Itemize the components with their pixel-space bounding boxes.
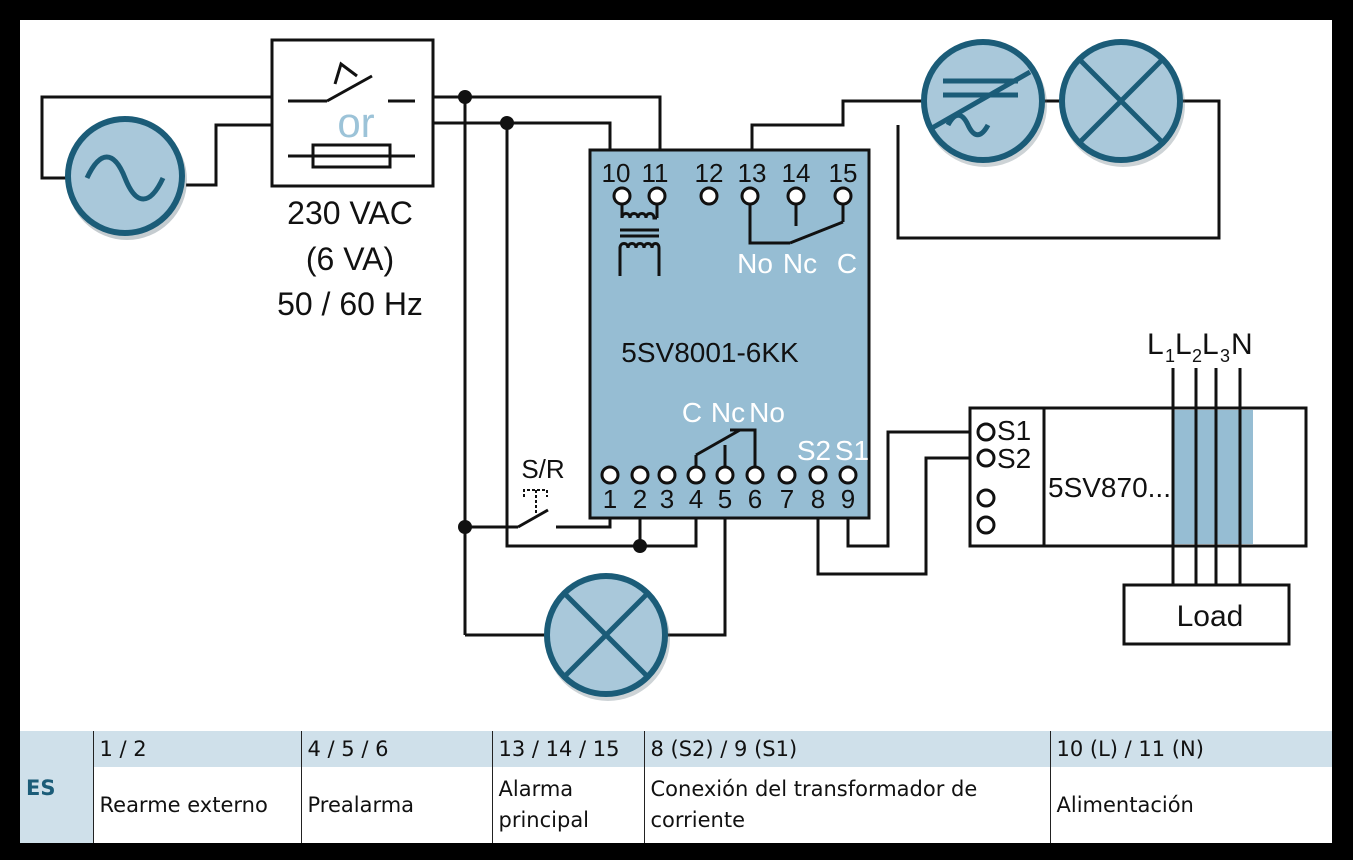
switch-label: S/R xyxy=(521,454,564,484)
line-n: N xyxy=(1231,328,1253,361)
pre-contact-label-no: No xyxy=(749,397,785,428)
terminal-14: 14 xyxy=(782,158,811,188)
contact-label-no: No xyxy=(737,248,773,279)
legend-cell-main-alarm: Alarma principal xyxy=(491,767,644,843)
line-l2: L xyxy=(1175,328,1192,361)
supply-frequency: 50 / 60 Hz xyxy=(277,286,423,322)
module-5sv8001: 10 11 12 13 14 15 xyxy=(588,148,871,520)
phase-conductors xyxy=(1171,408,1242,546)
main-alarm-lamp-icon xyxy=(1059,39,1185,167)
ct-label-s1: S1 xyxy=(835,435,869,466)
load-box: Load xyxy=(1122,583,1291,646)
terminal-4: 4 xyxy=(689,484,703,514)
ct-label-s2: S2 xyxy=(797,435,831,466)
pre-contact-label-c: C xyxy=(682,397,702,428)
terminal-11: 11 xyxy=(642,158,669,188)
terminal-legend-table: 1 / 2 4 / 5 / 6 13 / 14 / 15 8 (S2) / 9 … xyxy=(20,731,1332,843)
ct-terminal-s2: S2 xyxy=(997,443,1031,474)
legend-lang: ES xyxy=(20,767,93,843)
legend-header-blank xyxy=(20,731,93,767)
legend-header-row: 1 / 2 4 / 5 / 6 13 / 14 / 15 8 (S2) / 9 … xyxy=(20,731,1332,767)
legend-header-10-11: 10 (L) / 11 (N) xyxy=(1049,731,1332,767)
legend-row-es: ES Rearme externo Prealarma Alarma princ… xyxy=(20,767,1332,843)
fuse-icon xyxy=(288,143,415,169)
junction-dots xyxy=(458,90,647,553)
terminal-3: 3 xyxy=(660,484,674,514)
top-terminal-screws xyxy=(612,186,853,206)
terminal-13: 13 xyxy=(738,158,767,188)
legend-cell-supply: Alimentación xyxy=(1049,767,1332,843)
line-labels: L 1 L 2 L 3 N xyxy=(1147,328,1253,366)
reset-pushbutton-icon: S/R xyxy=(521,454,565,515)
terminal-6: 6 xyxy=(748,484,762,514)
supply-protection-box: or xyxy=(270,38,435,188)
ct-model: 5SV870... xyxy=(1048,472,1171,503)
legend-header-13-14-15: 13 / 14 / 15 xyxy=(491,731,644,767)
terminal-12: 12 xyxy=(695,158,724,188)
line-l2-sub: 2 xyxy=(1192,346,1202,366)
legend-header-8-9: 8 (S2) / 9 (S1) xyxy=(643,731,1050,767)
module-model: 5SV8001-6KK xyxy=(621,337,799,368)
line-l3: L xyxy=(1202,328,1219,361)
pre-alarm-contact-icon xyxy=(694,428,757,466)
pre-contact-label-nc: Nc xyxy=(711,397,745,428)
bottom-terminal-screws xyxy=(600,465,858,485)
terminal-7: 7 xyxy=(780,484,794,514)
terminal-8: 8 xyxy=(811,484,825,514)
main-alarm-contact-icon xyxy=(748,204,845,245)
terminal-5: 5 xyxy=(718,484,732,514)
terminal-15: 15 xyxy=(829,158,858,188)
ac-source-icon xyxy=(65,116,187,240)
line-l1-sub: 1 xyxy=(1165,346,1175,366)
transformer-coil-icon xyxy=(618,204,661,276)
pre-alarm-lamp-icon xyxy=(544,573,670,701)
supply-power: (6 VA) xyxy=(306,241,394,277)
terminal-9: 9 xyxy=(841,484,855,514)
current-transformer-5sv870: S1 S2 5SV870... xyxy=(968,406,1308,548)
line-l1: L xyxy=(1147,328,1164,361)
terminal-1: 1 xyxy=(603,484,617,514)
legend-cell-ct-connection: Conexión del transformador de corriente xyxy=(643,767,1050,843)
legend-cell-reset: Rearme externo xyxy=(92,767,301,843)
breaker-icon xyxy=(288,61,415,103)
or-label: or xyxy=(337,99,374,146)
contact-label-nc: Nc xyxy=(783,248,817,279)
contact-label-c: C xyxy=(837,248,857,279)
legend-header-1-2: 1 / 2 xyxy=(92,731,301,767)
legend-header-4-5-6: 4 / 5 / 6 xyxy=(300,731,492,767)
terminal-10: 10 xyxy=(602,158,631,188)
supply-voltage: 230 VAC xyxy=(287,195,413,231)
line-l3-sub: 3 xyxy=(1220,346,1230,366)
legend-cell-prealarm: Prealarma xyxy=(300,767,492,843)
ct-terminal-s1: S1 xyxy=(997,415,1031,446)
terminal-2: 2 xyxy=(633,484,647,514)
converter-lamp-icon xyxy=(921,39,1047,167)
load-label: Load xyxy=(1177,600,1244,633)
